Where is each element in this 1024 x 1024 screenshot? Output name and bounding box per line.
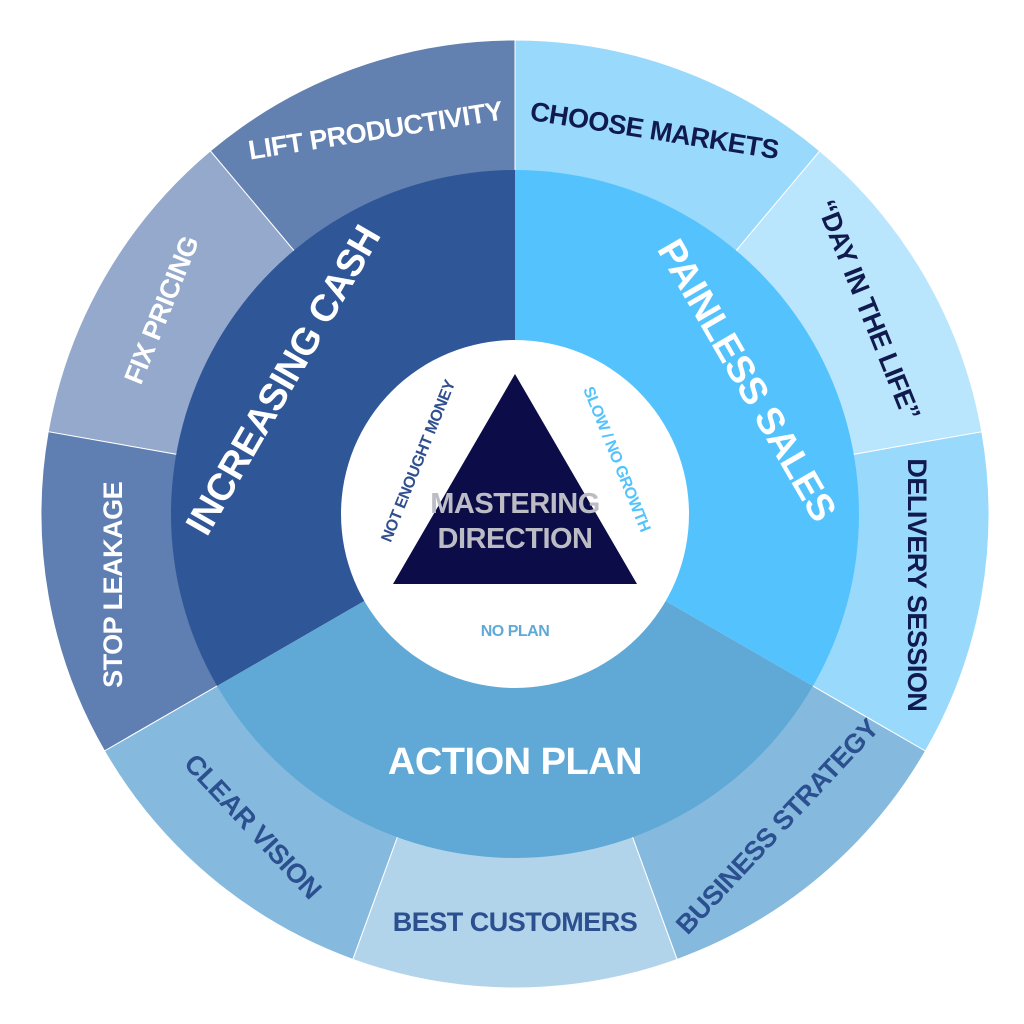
pillar-segment-painless-sales xyxy=(515,170,859,686)
outer-label-stop-leakage: STOP LEAKAGE xyxy=(98,482,128,688)
pillar-segment-action-plan xyxy=(217,599,813,858)
outer-label-delivery-session: DELIVERY SESSION xyxy=(902,458,932,711)
center-title-line2: DIRECTION xyxy=(438,523,593,555)
pillar-segment-increasing-cash xyxy=(171,170,516,686)
center-label-no-plan: NO PLAN xyxy=(481,623,550,640)
outer-label-best-customers: BEST CUSTOMERS xyxy=(393,907,638,937)
pillar-label-action-plan: ACTION PLAN xyxy=(388,741,642,783)
center-triangle xyxy=(393,374,637,584)
center-title-line1: MASTERING xyxy=(430,488,600,520)
